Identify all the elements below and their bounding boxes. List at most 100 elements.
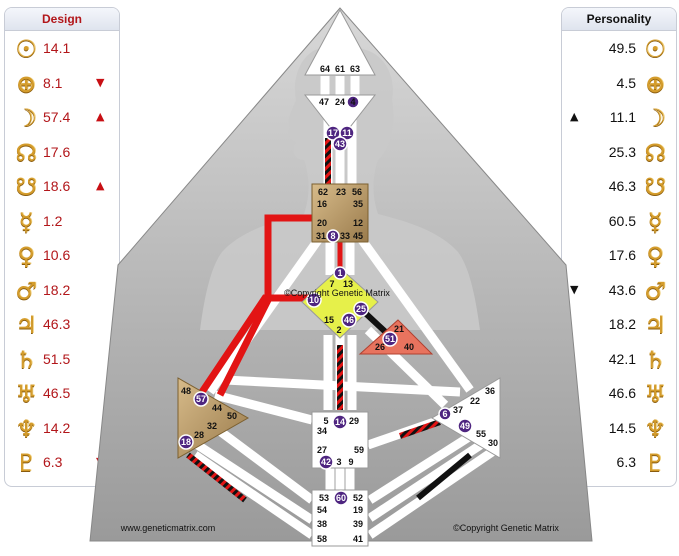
design-value: 46.3 — [43, 316, 71, 332]
design-row: ☉14.1 — [5, 32, 119, 66]
jupiter-icon: ♃ — [644, 311, 666, 339]
design-value: 6.3 — [43, 454, 63, 470]
gate-number: 27 — [317, 445, 327, 455]
gate-number: 58 — [317, 534, 327, 544]
jupiter-icon: ♃ — [15, 311, 37, 339]
gate-number: 19 — [353, 505, 363, 515]
gate-number: 45 — [353, 231, 363, 241]
gate-number: 16 — [317, 199, 327, 209]
mercury-icon: ☿ — [647, 207, 663, 236]
gate-number: 42 — [321, 457, 331, 467]
personality-value: 49.5 — [608, 40, 636, 56]
personality-row: ♃ 18.2 — [562, 308, 676, 342]
gate-circle — [339, 125, 355, 141]
gate-circles — [178, 95, 473, 506]
gate-number: 7 — [329, 279, 334, 289]
gate-number: 60 — [336, 493, 346, 503]
personality-value: 6.3 — [616, 454, 636, 470]
solar-plexus-center — [431, 377, 501, 459]
gate-number: 24 — [335, 97, 345, 107]
personality-row: ♂43.6▼ — [562, 274, 676, 308]
website-link[interactable]: www.geneticmatrix.com — [120, 523, 216, 533]
gate-number: 23 — [336, 187, 346, 197]
arrow-icon: ▲ — [96, 179, 105, 192]
venus-icon: ♀ — [17, 242, 35, 270]
south-node-icon: ☋ — [644, 173, 666, 201]
pluto-icon: ♇ — [15, 449, 37, 477]
gate-circle — [346, 95, 360, 109]
gate-number: 20 — [317, 218, 327, 228]
mars-icon: ♂ — [15, 276, 37, 305]
gate-circle — [438, 407, 452, 421]
gate-number: 13 — [343, 279, 353, 289]
personality-value: 60.5 — [608, 212, 636, 229]
design-panel: Design ☉14.1⊕8.1▼☽57.4▲☊17.6☋18.6▲☿1.2♀1… — [4, 7, 120, 487]
gate-circle — [333, 266, 347, 280]
gate-number: 55 — [476, 429, 486, 439]
sun-icon: ☉ — [15, 35, 37, 63]
design-row: ☋18.6▲ — [5, 170, 119, 204]
design-row: ☿1.2 — [5, 205, 119, 239]
gate-number: 63 — [350, 64, 360, 74]
uranus-icon: ♅ — [644, 380, 666, 408]
gate-circle — [333, 490, 349, 506]
design-row: ♀10.6 — [5, 239, 119, 273]
gate-number: 9 — [348, 457, 353, 467]
neptune-icon: ♆ — [644, 414, 666, 443]
gate-number: 37 — [453, 405, 463, 415]
personality-value: 18.2 — [608, 316, 636, 332]
design-value: 1.2 — [43, 212, 63, 229]
neptune-icon: ♆ — [15, 414, 37, 443]
gate-number: 53 — [319, 493, 329, 503]
gate-number: 49 — [460, 421, 470, 431]
personality-value: 25.3 — [608, 143, 636, 160]
uranus-icon: ♅ — [15, 380, 37, 408]
gate-number: 48 — [181, 386, 191, 396]
design-row: ⊕8.1▼ — [5, 67, 119, 101]
design-value: 8.1 — [43, 74, 63, 91]
design-row: ☽57.4▲ — [5, 101, 119, 135]
design-value: 17.6 — [43, 143, 71, 160]
gate-number: 36 — [485, 386, 495, 396]
gate-number: 40 — [404, 342, 414, 352]
earth-icon: ⊕ — [15, 69, 37, 98]
gate-number: 33 — [340, 231, 350, 241]
gate-number: 54 — [317, 505, 327, 515]
design-value: 18.6 — [43, 178, 71, 194]
arrow-icon: ▼ — [570, 282, 579, 296]
personality-value: 43.6 — [608, 281, 636, 298]
head-center — [304, 8, 376, 76]
gate-number: 56 — [352, 187, 362, 197]
gate-number: 6 — [442, 409, 447, 419]
personality-row: ☿ 60.5 — [562, 205, 676, 239]
design-row: ♂18.2 — [5, 274, 119, 308]
design-row: ♄51.5 — [5, 343, 119, 377]
design-row: ♅ 46.5 — [5, 377, 119, 411]
design-value: 51.5 — [43, 350, 71, 367]
gate-number: 34 — [317, 426, 327, 436]
gate-number: 59 — [354, 445, 364, 455]
gate-number: 64 — [320, 64, 330, 74]
gate-circle — [193, 391, 209, 407]
personality-row: ♅46.6 — [562, 377, 676, 411]
gate-number: 3 — [336, 457, 341, 467]
gate-circle — [332, 414, 348, 430]
arrow-icon: ▲ — [570, 110, 579, 123]
gate-number: 26 — [375, 342, 385, 352]
gate-number: 41 — [353, 534, 363, 544]
personality-row: ☽11.1▲ — [562, 101, 676, 135]
gate-circle — [178, 434, 194, 450]
earth-icon: ⊕ — [644, 69, 666, 98]
gate-number: 28 — [194, 430, 204, 440]
personality-row: ⊕4.5 — [562, 67, 676, 101]
activated-channels — [186, 138, 472, 503]
design-value: 46.5 — [43, 385, 71, 401]
saturn-icon: ♄ — [644, 345, 666, 374]
personality-value: 17.6 — [608, 247, 636, 263]
gate-number: 17 — [328, 128, 338, 138]
gate-circle — [382, 331, 398, 347]
venus-icon: ♀ — [646, 242, 664, 270]
gate-number: 32 — [207, 421, 217, 431]
personality-row: ☉49.5 — [562, 32, 676, 66]
